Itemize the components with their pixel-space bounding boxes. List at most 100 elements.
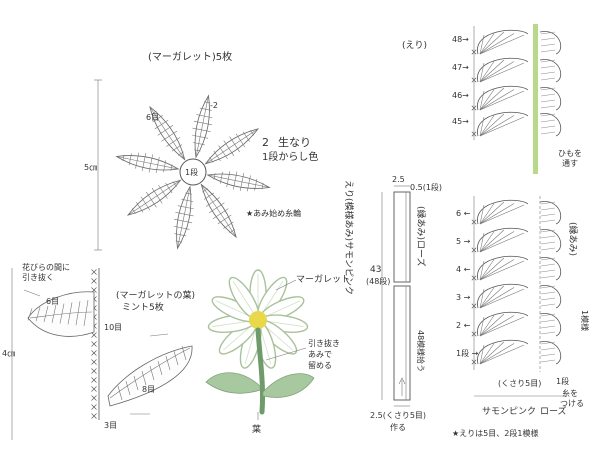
daisy-petal-stitch: [172, 181, 177, 187]
leaf-upper-stitch: [43, 305, 49, 323]
daisy-petal-stitch: [145, 191, 157, 208]
daisy-petal-stitch: [219, 171, 223, 184]
collar-string-note-1: ひもを: [558, 149, 582, 158]
daisy-petal-stitch: [170, 164, 173, 171]
collar-edge-stitch: [540, 87, 556, 91]
daisy-start-note: ★あみ始め糸輪: [246, 208, 301, 218]
collar-row-label-bottom: 3 →: [456, 293, 471, 302]
daisy-row-6: 6目: [146, 113, 159, 122]
collar-color-a: サモンピンク: [482, 406, 536, 417]
daisy-petal-stitch: [218, 145, 228, 160]
daisy-petal-stitch: [173, 225, 190, 230]
collar-chart: (えり) 48→47→46→45→6 ←5 →4 ←3 →2 ←1段 → ひもを…: [402, 24, 590, 438]
collar-fan-stitch: [479, 341, 505, 365]
daisy-petal-stitch: [261, 182, 264, 190]
flower-petal-vein: [232, 281, 255, 314]
collar-fan-stitch: [479, 204, 485, 225]
collar-edge-stitch: [540, 247, 556, 251]
leaf-lower-stitch: [125, 380, 131, 396]
daisy-petal-stitch: [177, 205, 194, 210]
collar-edge-stitch: [540, 37, 556, 41]
flower-note-3: 留める: [308, 360, 332, 370]
leaf-row-8: 8目: [142, 385, 155, 394]
flower-label-margaret: マーガレット: [296, 274, 350, 285]
collar-color-b: ローズ: [540, 405, 567, 417]
collar-edge-stitch: [540, 113, 556, 117]
daisy-petal-stitch: [203, 101, 211, 104]
leaf-lower-stitch: [149, 365, 155, 381]
collar-fan-stitch: [479, 260, 525, 281]
flower-petal-vein: [265, 320, 304, 327]
leaf-row-10: 10目: [104, 323, 122, 332]
collar-row-label-bottom: 6 ←: [456, 209, 471, 218]
collar-fan-stitch: [479, 90, 485, 111]
daisy-petal-midrib: [149, 106, 185, 160]
collar-edge-stitch: [540, 229, 556, 233]
collar-fan-stitch: [479, 201, 505, 225]
collar-edge-stitch: [540, 77, 556, 81]
collar-fan-stitch: [479, 344, 485, 365]
collar-fan-arc: [477, 283, 529, 309]
daisy-petal-stitch: [185, 192, 192, 195]
collar-edge-stitch: [540, 71, 556, 75]
collar-edge-stitch: [540, 241, 556, 245]
collar-edge-scallop: [539, 113, 562, 137]
collar-fan-stitch: [479, 231, 515, 253]
collar-footer: ★えりは5目、2段1模様: [452, 428, 538, 438]
daisy-petal-stitch: [203, 192, 215, 200]
collar-edge-stitch: [540, 303, 556, 307]
collar-row-labels: 48→47→46→45→6 ←5 →4 ←3 →2 ←1段 →: [452, 35, 479, 358]
collar-edge-stitch: [540, 43, 556, 47]
leaf-upper-stitch: [75, 301, 81, 326]
collar-row-label-bottom: 2 ←: [456, 321, 471, 330]
daisy-petal-stitch: [223, 140, 235, 157]
collar-bottom-rows: [471, 196, 562, 372]
leaf-stem-x: [91, 377, 97, 383]
collar-fan-stitch: [479, 203, 515, 225]
daisy-petal-stitch: [173, 218, 193, 224]
daisy-petal-stitch: [193, 120, 213, 126]
collar-fan-stitch: [479, 113, 505, 137]
leaf-upper-midrib: [29, 311, 93, 319]
daisy-petal-stitch: [194, 149, 201, 152]
collar-edge-stitch: [540, 201, 556, 205]
collar-edge-stitch: [540, 331, 556, 335]
collar-fan-arc: [477, 339, 529, 365]
collar-fan-stitch: [479, 62, 485, 83]
collar-fan-stitch: [479, 89, 495, 111]
daisy-petal-stitch: [212, 208, 229, 220]
daisy-petal-stitch: [155, 156, 160, 173]
collar-fan-stitch: [479, 33, 515, 55]
collar-fan-arc: [477, 227, 529, 253]
daisy-petal-midrib: [127, 180, 181, 216]
daisy-title: (マーガレット)5枚: [148, 50, 232, 63]
strip-direction-arrow: [398, 377, 406, 396]
leaf-stem-x: [91, 332, 97, 338]
daisy-petal-stitch: [141, 152, 147, 172]
leaf-lower-stitch: [165, 355, 171, 371]
collar-fan-stitch: [479, 89, 515, 111]
daisy-chart: (マーガレット)5枚 5㎝ 1段 6目 -2 2 生なり 1段からし色 ★あみ始…: [84, 50, 318, 251]
flower-callout-line: [275, 279, 297, 291]
daisy-petal-stitch: [242, 131, 250, 142]
collar-fan-arc: [477, 199, 529, 225]
collar-fan-stitch: [479, 343, 515, 365]
collar-fan-stitch: [479, 115, 495, 137]
collar-fan-arc: [477, 29, 529, 55]
collar-edge-stitch: [540, 341, 556, 345]
collar-fan-arc: [477, 255, 529, 281]
collar-edge-stitch: [540, 275, 556, 279]
collar-edge-stitch: [540, 31, 556, 35]
collar-fan-stitch: [479, 315, 515, 337]
flower-stem: [255, 327, 266, 415]
collar-edge-stitch: [540, 325, 556, 329]
collar-fan-stitch: [479, 34, 525, 55]
flower-petal-vein: [212, 320, 251, 327]
leaf-stem-x: [91, 368, 97, 374]
collar-fan-stitch: [479, 344, 525, 365]
collar-fan-stitch: [479, 61, 495, 83]
flower-leaf-right: [262, 373, 315, 398]
collar-pattern-unit: 1模様: [580, 310, 590, 331]
flower-note-1: 引き抜き: [308, 338, 340, 348]
flower-note-line: [265, 347, 307, 361]
